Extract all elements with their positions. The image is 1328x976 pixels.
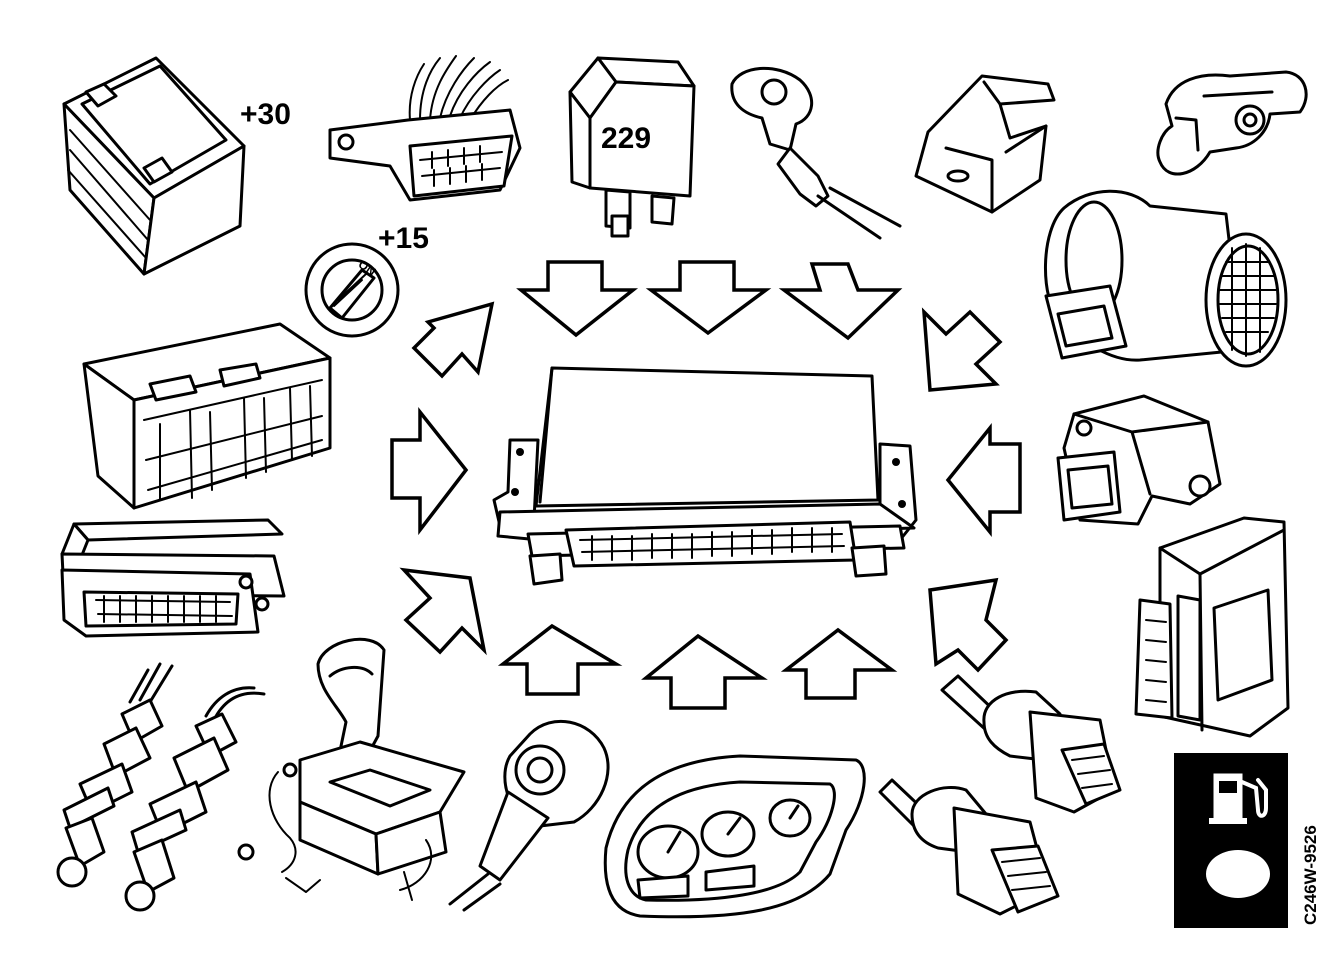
arrow-left-right: [390, 406, 469, 536]
arrow-top-center-down: [645, 260, 772, 336]
arrow-upper-right-diag: [921, 307, 1003, 392]
fuel-pump-icon: [1209, 773, 1268, 824]
battery-icon: [62, 56, 246, 276]
air-flow-meter-icon: [1044, 189, 1288, 368]
arrow-upper-left-diag: [411, 301, 495, 379]
oxygen-sensor-2-icon: [124, 686, 266, 912]
battery-terminal-label: +30: [240, 98, 291, 131]
temperature-sensor-2-icon: [878, 778, 1060, 916]
oxygen-sensor-1-icon: [56, 662, 174, 888]
arrow-lower-left-diag: [399, 567, 487, 656]
fuel-level-panel: [1174, 753, 1288, 928]
arrow-bottom-center-up: [641, 633, 768, 710]
central-ecu: [492, 366, 918, 586]
fuel-gauge-dial: [1206, 850, 1270, 898]
relay-box-icon: [82, 322, 332, 510]
arrow-right-left: [945, 423, 1022, 537]
position-sensor-icon: [730, 66, 902, 240]
arrow-lower-right-diag: [928, 577, 1009, 673]
bracket-sensor-icon: [914, 74, 1056, 214]
relay-icon: [568, 56, 696, 238]
arrows: [390, 260, 1022, 710]
relay-number-label: 229: [601, 122, 652, 155]
knock-sensor-icon: [448, 719, 610, 912]
control-module-left-icon: [60, 518, 286, 638]
arrow-bottom-left-up: [497, 623, 623, 696]
temperature-sensor-1-icon: [940, 674, 1122, 814]
instrument-cluster-icon: [603, 754, 866, 919]
arrow-top-left-down: [516, 260, 639, 338]
throttle-position-sensor-icon: [1056, 394, 1222, 526]
camshaft-sensor-icon: [1156, 70, 1308, 176]
gear-selector-icon: [237, 637, 466, 901]
diagnostic-connector-icon: [328, 55, 522, 202]
control-module-right-icon: [1134, 516, 1290, 738]
arrow-top-right-diag: [778, 262, 903, 341]
ignition-terminal-label: +15: [378, 222, 429, 255]
arrow-bottom-right-up: [780, 627, 898, 700]
figure-code-label: C246W-9526: [1301, 825, 1320, 925]
ignition-switch-icon: [304, 242, 400, 338]
